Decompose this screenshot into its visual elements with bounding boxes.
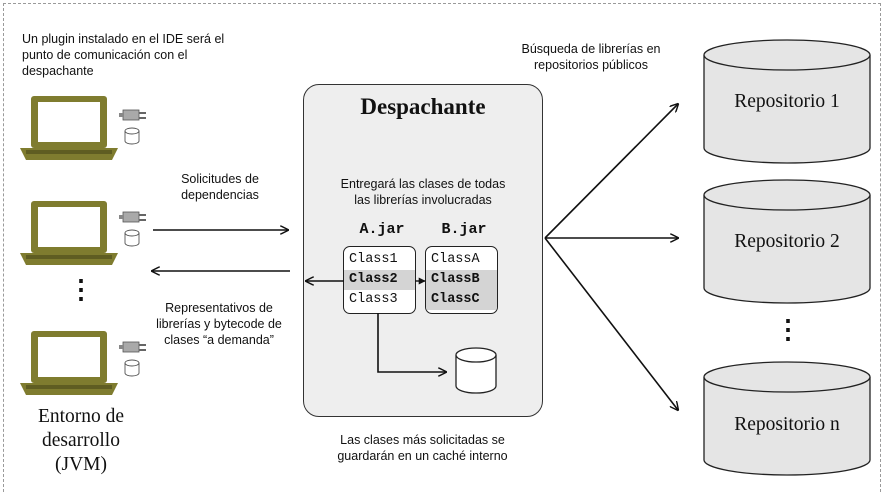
laptops-ellipsis: ⋮	[68, 274, 94, 304]
cache-note: Las clases más solicitadas se guardarán …	[337, 433, 508, 463]
jar-a-label: A.jar	[359, 221, 405, 238]
class-item-highlighted: ClassB	[426, 270, 497, 290]
repository-1-label: Repositorio 1	[734, 91, 840, 112]
repository-2-label: Repositorio 2	[734, 231, 840, 252]
class-item: ClassA	[431, 252, 480, 267]
repository-n-cylinder	[703, 361, 871, 476]
jar-b-class-list: ClassA ClassB ClassC	[425, 246, 498, 314]
repository-1-cylinder	[703, 39, 871, 164]
requests-label: Solicitudes de dependencias	[181, 172, 259, 202]
dispatcher-title: Despachante	[360, 94, 486, 119]
dispatcher-note: Entregará las clases de todas las librer…	[340, 177, 506, 207]
plugin-note: Un plugin instalado en el IDE será el pu…	[22, 32, 225, 78]
repositories-ellipsis: ⋮	[775, 314, 801, 344]
class-item: Class1	[349, 252, 398, 267]
jar-b-label: B.jar	[441, 221, 487, 238]
class-item-highlighted: Class2	[344, 270, 415, 290]
dev-environment-label: Entorno de desarrollo (JVM)	[37, 406, 125, 475]
repo-search-note: Búsqueda de librerías en repositorios pú…	[521, 42, 661, 72]
laptop-icon-3	[20, 331, 147, 395]
class-item: Class3	[349, 292, 398, 307]
laptop-icon-2	[20, 201, 147, 265]
repo-arrow-1	[544, 104, 678, 239]
repo-arrow-n	[544, 237, 678, 410]
class-item-highlighted: ClassC	[426, 290, 497, 310]
laptop-icon-1	[20, 96, 147, 160]
dispatcher-box	[303, 84, 543, 417]
repository-2-cylinder	[703, 179, 871, 304]
diagram-frame	[3, 3, 881, 492]
jar-a-class-list: Class1 Class2 Class3	[343, 246, 416, 314]
responses-label: Representativos de librerías y bytecode …	[156, 301, 282, 347]
repository-n-label: Repositorio n	[734, 414, 840, 435]
